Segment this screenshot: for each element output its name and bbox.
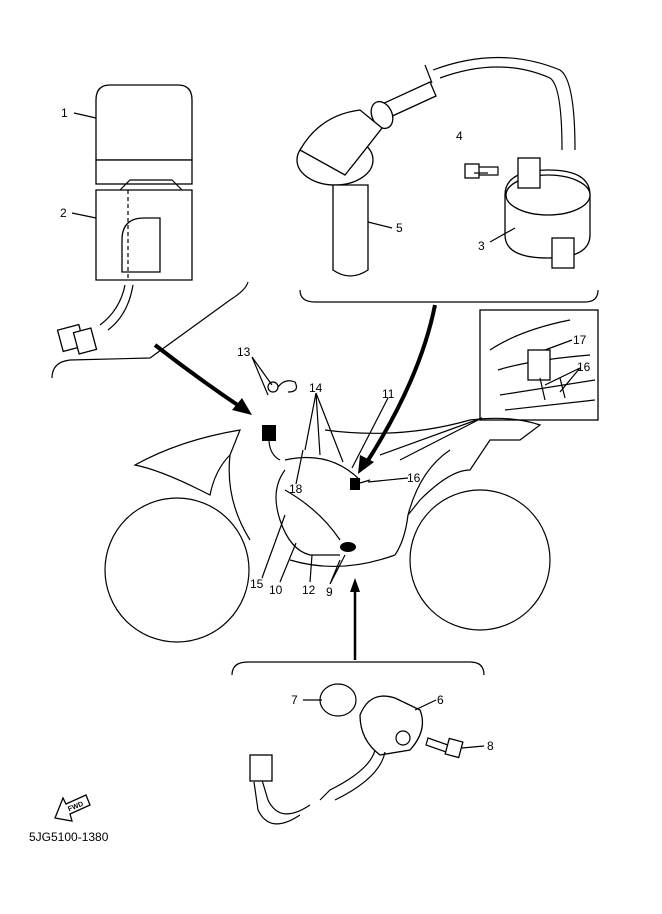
wire-harness [262,380,371,556]
callout-7: 7 [291,693,298,707]
callout-15: 15 [250,577,264,591]
callout-4: 4 [456,129,463,143]
ignition-coil [504,157,591,269]
callout-12: 12 [302,583,316,597]
o-ring [319,683,357,717]
bolt-4 [464,163,499,179]
callout-18: 18 [289,482,303,496]
callout-1: 1 [61,106,68,120]
callout-10: 10 [269,583,283,597]
cdi-unit [56,179,193,355]
motorcycle-outline [104,417,551,643]
bolt-8 [425,737,464,759]
callout-11: 11 [382,387,395,401]
callout-2: 2 [60,206,67,220]
cdi-unit-cover [95,84,193,185]
callout-14: 14 [309,381,323,395]
callout-9: 9 [326,585,333,599]
callout-16-inset: 16 [577,360,591,374]
leader-lines [71,112,581,749]
callout-8: 8 [487,739,494,753]
callout-6: 6 [437,693,444,707]
callout-13: 13 [237,345,251,359]
callout-3: 3 [478,239,485,253]
callout-5: 5 [396,221,403,235]
part-code: 5JG5100-1380 [29,830,109,844]
detail-inset [379,309,599,461]
callout-17: 17 [573,333,587,347]
fwd-arrow-icon: FWD [54,794,91,822]
callout-16: 16 [407,471,421,485]
sensor-6 [249,695,424,825]
spark-plug-cap [296,56,576,277]
